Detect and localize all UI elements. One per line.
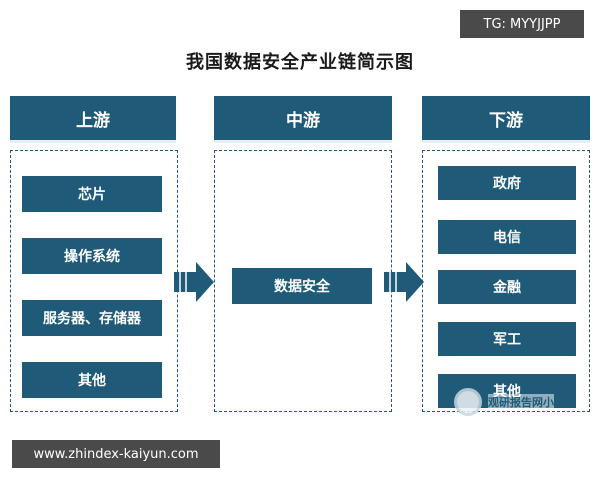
arrow-upstream-to-midstream-icon (174, 262, 214, 302)
upstream-item-other: 其他 (22, 362, 162, 398)
downstream-item-military: 军工 (438, 322, 576, 356)
downstream-item-telecom: 电信 (438, 220, 576, 254)
downstream-item-government: 政府 (438, 166, 576, 200)
diagram-title: 我国数据安全产业链简示图 (186, 52, 414, 73)
upstream-item-chip: 芯片 (22, 176, 162, 212)
top-watermark-tag: TG: MYYJJPP (460, 10, 584, 38)
watermark-logo: 观研报告网小 (454, 380, 600, 424)
midstream-item-data-security: 数据安全 (232, 268, 372, 304)
arrow-midstream-to-downstream-icon (384, 262, 424, 302)
watermark-circle-icon (454, 388, 482, 416)
upstream-item-server-storage: 服务器、存储器 (22, 300, 162, 336)
downstream-item-finance: 金融 (438, 270, 576, 304)
midstream-header: 中游 (214, 96, 392, 143)
upstream-item-os: 操作系统 (22, 238, 162, 274)
upstream-header: 上游 (10, 96, 176, 143)
bottom-url-tag: www.zhindex-kaiyun.com (12, 440, 220, 468)
downstream-header: 下游 (422, 96, 590, 143)
watermark-text: 观研报告网小 (488, 394, 554, 410)
